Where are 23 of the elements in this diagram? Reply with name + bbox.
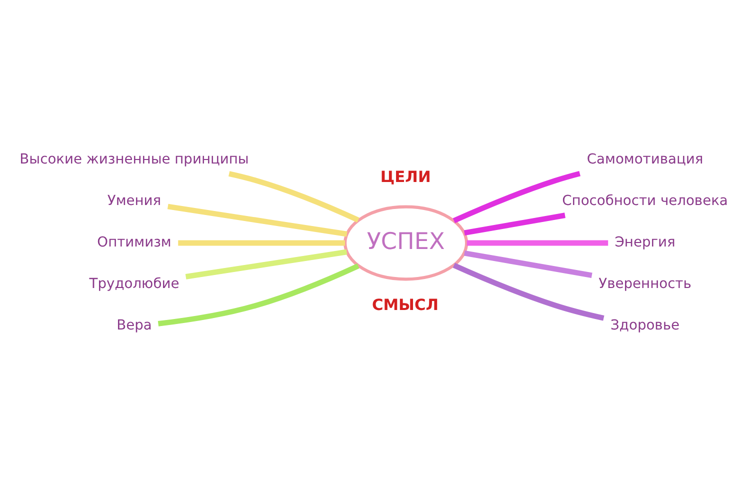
node-text: Самомотивация [586, 151, 704, 168]
node-text: Энергия [614, 234, 676, 250]
connector [466, 240, 608, 246]
node-text: Высокие жизненные принципы [20, 151, 249, 168]
node-text: Оптимизм [97, 234, 172, 250]
node-text: Умения [107, 192, 162, 209]
node-text: Здоровье [610, 317, 680, 334]
label: СМЫСЛ [372, 296, 439, 314]
connector [464, 212, 566, 236]
connector [452, 170, 580, 224]
connector [452, 262, 604, 321]
connector [167, 204, 348, 237]
connector [228, 171, 360, 223]
node-text: Способности человека [562, 192, 728, 209]
connector [464, 250, 592, 278]
connector [158, 263, 360, 326]
node-text: Трудолюбие [89, 276, 180, 292]
label: ЦЕЛИ [380, 168, 431, 186]
node-text: Уверенность [598, 276, 692, 292]
connector [185, 249, 348, 280]
node-text: Вера [116, 317, 152, 334]
connector [178, 240, 346, 246]
node-ellipse: УСПЕХ [344, 205, 468, 281]
